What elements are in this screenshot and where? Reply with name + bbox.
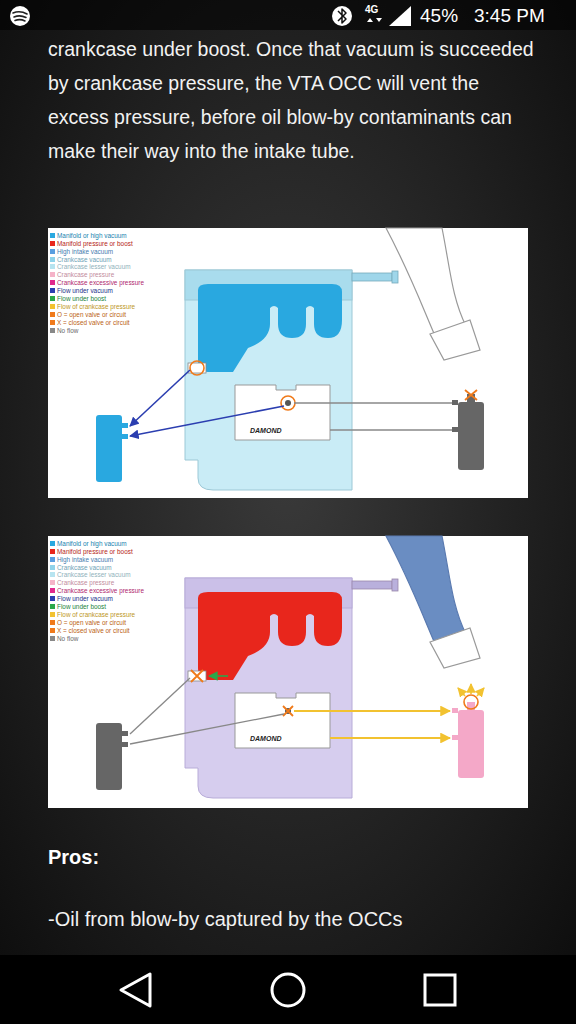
nav-bar xyxy=(0,955,576,1024)
legend-swatch xyxy=(50,596,55,601)
legend-swatch xyxy=(50,312,55,317)
legend-text: O = open valve or circuit xyxy=(57,311,126,318)
legend-item: Manifold pressure or boost xyxy=(50,239,133,247)
legend-item: Crankcase pressure xyxy=(50,271,114,279)
legend-item: X = closed valve or circuit xyxy=(50,318,130,326)
legend-item: Crankcase excessive pressure xyxy=(50,586,144,594)
legend-item: Flow under vacuum xyxy=(50,286,113,294)
legend-text: Crankcase excessive pressure xyxy=(57,279,144,286)
legend-swatch xyxy=(50,588,55,593)
back-button xyxy=(121,974,150,1006)
legend-swatch xyxy=(50,280,55,285)
legend-swatch xyxy=(50,264,55,269)
legend-swatch xyxy=(50,272,55,277)
boost-diagram xyxy=(48,536,528,808)
spotify-icon xyxy=(10,6,30,26)
battery-level: 45% xyxy=(420,5,458,27)
legend-text: X = closed valve or circuit xyxy=(57,319,130,326)
legend-swatch xyxy=(50,320,55,325)
legend-item: Flow of crankcase pressure xyxy=(50,302,135,310)
list-item: -Oil from blow-by captured by the OCCs xyxy=(48,908,548,931)
legend-text: Flow under vacuum xyxy=(57,287,113,294)
legend-swatch xyxy=(50,304,55,309)
legend-item: Manifold pressure or boost xyxy=(50,547,133,555)
legend-swatch xyxy=(50,612,55,617)
legend-text: Manifold or high vacuum xyxy=(57,232,127,239)
legend-item: Flow under vacuum xyxy=(50,594,113,602)
signal-bars xyxy=(389,6,411,26)
legend-text: Crankcase vacuum xyxy=(57,256,112,263)
plate-logo: DAMOND xyxy=(250,427,282,435)
legend-text: Crankcase excessive pressure xyxy=(57,587,144,594)
legend-swatch xyxy=(50,288,55,293)
network-type: 4G xyxy=(365,4,378,16)
legend-item: Crankcase vacuum xyxy=(50,255,112,263)
legend-text: Crankcase lesser vacuum xyxy=(57,571,131,578)
legend-item: Crankcase lesser vacuum xyxy=(50,571,131,579)
bluetooth-icon xyxy=(332,6,352,26)
home-button xyxy=(272,974,304,1006)
legend-text: Manifold or high vacuum xyxy=(57,540,127,547)
legend-item: Flow under boost xyxy=(50,294,106,302)
legend-text: Manifold pressure or boost xyxy=(57,240,133,247)
legend-item: No flow xyxy=(50,326,78,334)
legend-item: Flow under boost xyxy=(50,602,106,610)
status-bar xyxy=(0,0,576,30)
legend-swatch xyxy=(50,249,55,254)
legend-swatch xyxy=(50,233,55,238)
legend-swatch xyxy=(50,565,55,570)
legend-swatch xyxy=(50,580,55,585)
legend-swatch xyxy=(50,557,55,562)
legend-item: X = closed valve or circuit xyxy=(50,626,130,634)
legend-text: Crankcase pressure xyxy=(57,579,114,586)
clock: 3:45 PM xyxy=(474,5,545,27)
legend-text: Manifold pressure or boost xyxy=(57,548,133,555)
article-paragraph: crankcase under boost. Once that vacuum … xyxy=(48,32,544,168)
legend-swatch xyxy=(50,296,55,301)
plate-logo: DAMOND xyxy=(250,735,282,743)
legend-item: High intake vacuum xyxy=(50,555,113,563)
legend-swatch xyxy=(50,241,55,246)
legend-text: Crankcase lesser vacuum xyxy=(57,263,131,270)
legend-text: Flow under vacuum xyxy=(57,595,113,602)
legend-text: Crankcase pressure xyxy=(57,271,114,278)
legend-text: O = open valve or circuit xyxy=(57,619,126,626)
legend-text: Flow under boost xyxy=(57,603,106,610)
vacuum-diagram xyxy=(48,228,528,498)
legend-text: Flow of crankcase pressure xyxy=(57,611,135,618)
legend-swatch xyxy=(50,549,55,554)
legend-item: Crankcase excessive pressure xyxy=(50,278,144,286)
legend-item: No flow xyxy=(50,634,78,642)
legend-text: Flow of crankcase pressure xyxy=(57,303,135,310)
legend-swatch xyxy=(50,636,55,641)
legend-item: O = open valve or circuit xyxy=(50,310,126,318)
legend-swatch xyxy=(50,541,55,546)
legend-item: Flow of crankcase pressure xyxy=(50,610,135,618)
legend-text: Crankcase vacuum xyxy=(57,564,112,571)
legend-text: X = closed valve or circuit xyxy=(57,627,130,634)
legend-text: High intake vacuum xyxy=(57,556,113,563)
legend-swatch xyxy=(50,328,55,333)
legend-swatch xyxy=(50,620,55,625)
legend-item: Crankcase lesser vacuum xyxy=(50,263,131,271)
legend-text: High intake vacuum xyxy=(57,248,113,255)
legend-swatch xyxy=(50,572,55,577)
legend-item: Manifold or high vacuum xyxy=(50,539,127,547)
legend-item: O = open valve or circuit xyxy=(50,618,126,626)
legend-text: No flow xyxy=(57,327,78,334)
legend-item: Crankcase pressure xyxy=(50,579,114,587)
legend-item: Manifold or high vacuum xyxy=(50,231,127,239)
data-arrows xyxy=(367,18,382,22)
legend-swatch xyxy=(50,257,55,262)
legend-text: No flow xyxy=(57,635,78,642)
legend-text: Flow under boost xyxy=(57,295,106,302)
legend-item: High intake vacuum xyxy=(50,247,113,255)
legend-item: Crankcase vacuum xyxy=(50,563,112,571)
legend-swatch xyxy=(50,628,55,633)
legend-swatch xyxy=(50,604,55,609)
recents-button xyxy=(425,975,455,1005)
section-heading: Pros: xyxy=(48,846,99,869)
